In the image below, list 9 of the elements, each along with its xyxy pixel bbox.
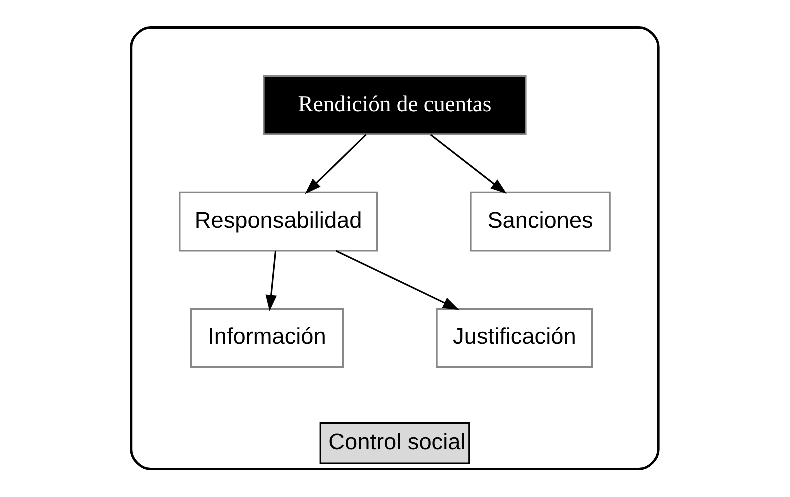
- arrow: [430, 134, 507, 194]
- arrow: [336, 250, 460, 310]
- arrow: [305, 134, 367, 194]
- arrow: [266, 251, 278, 312]
- node-box: Justificación: [436, 308, 594, 368]
- node-box: Información: [190, 308, 344, 368]
- node-box: Rendición de cuentas: [263, 75, 527, 136]
- node-box: Sanciones: [470, 192, 611, 252]
- node-box: Responsabilidad: [179, 192, 378, 252]
